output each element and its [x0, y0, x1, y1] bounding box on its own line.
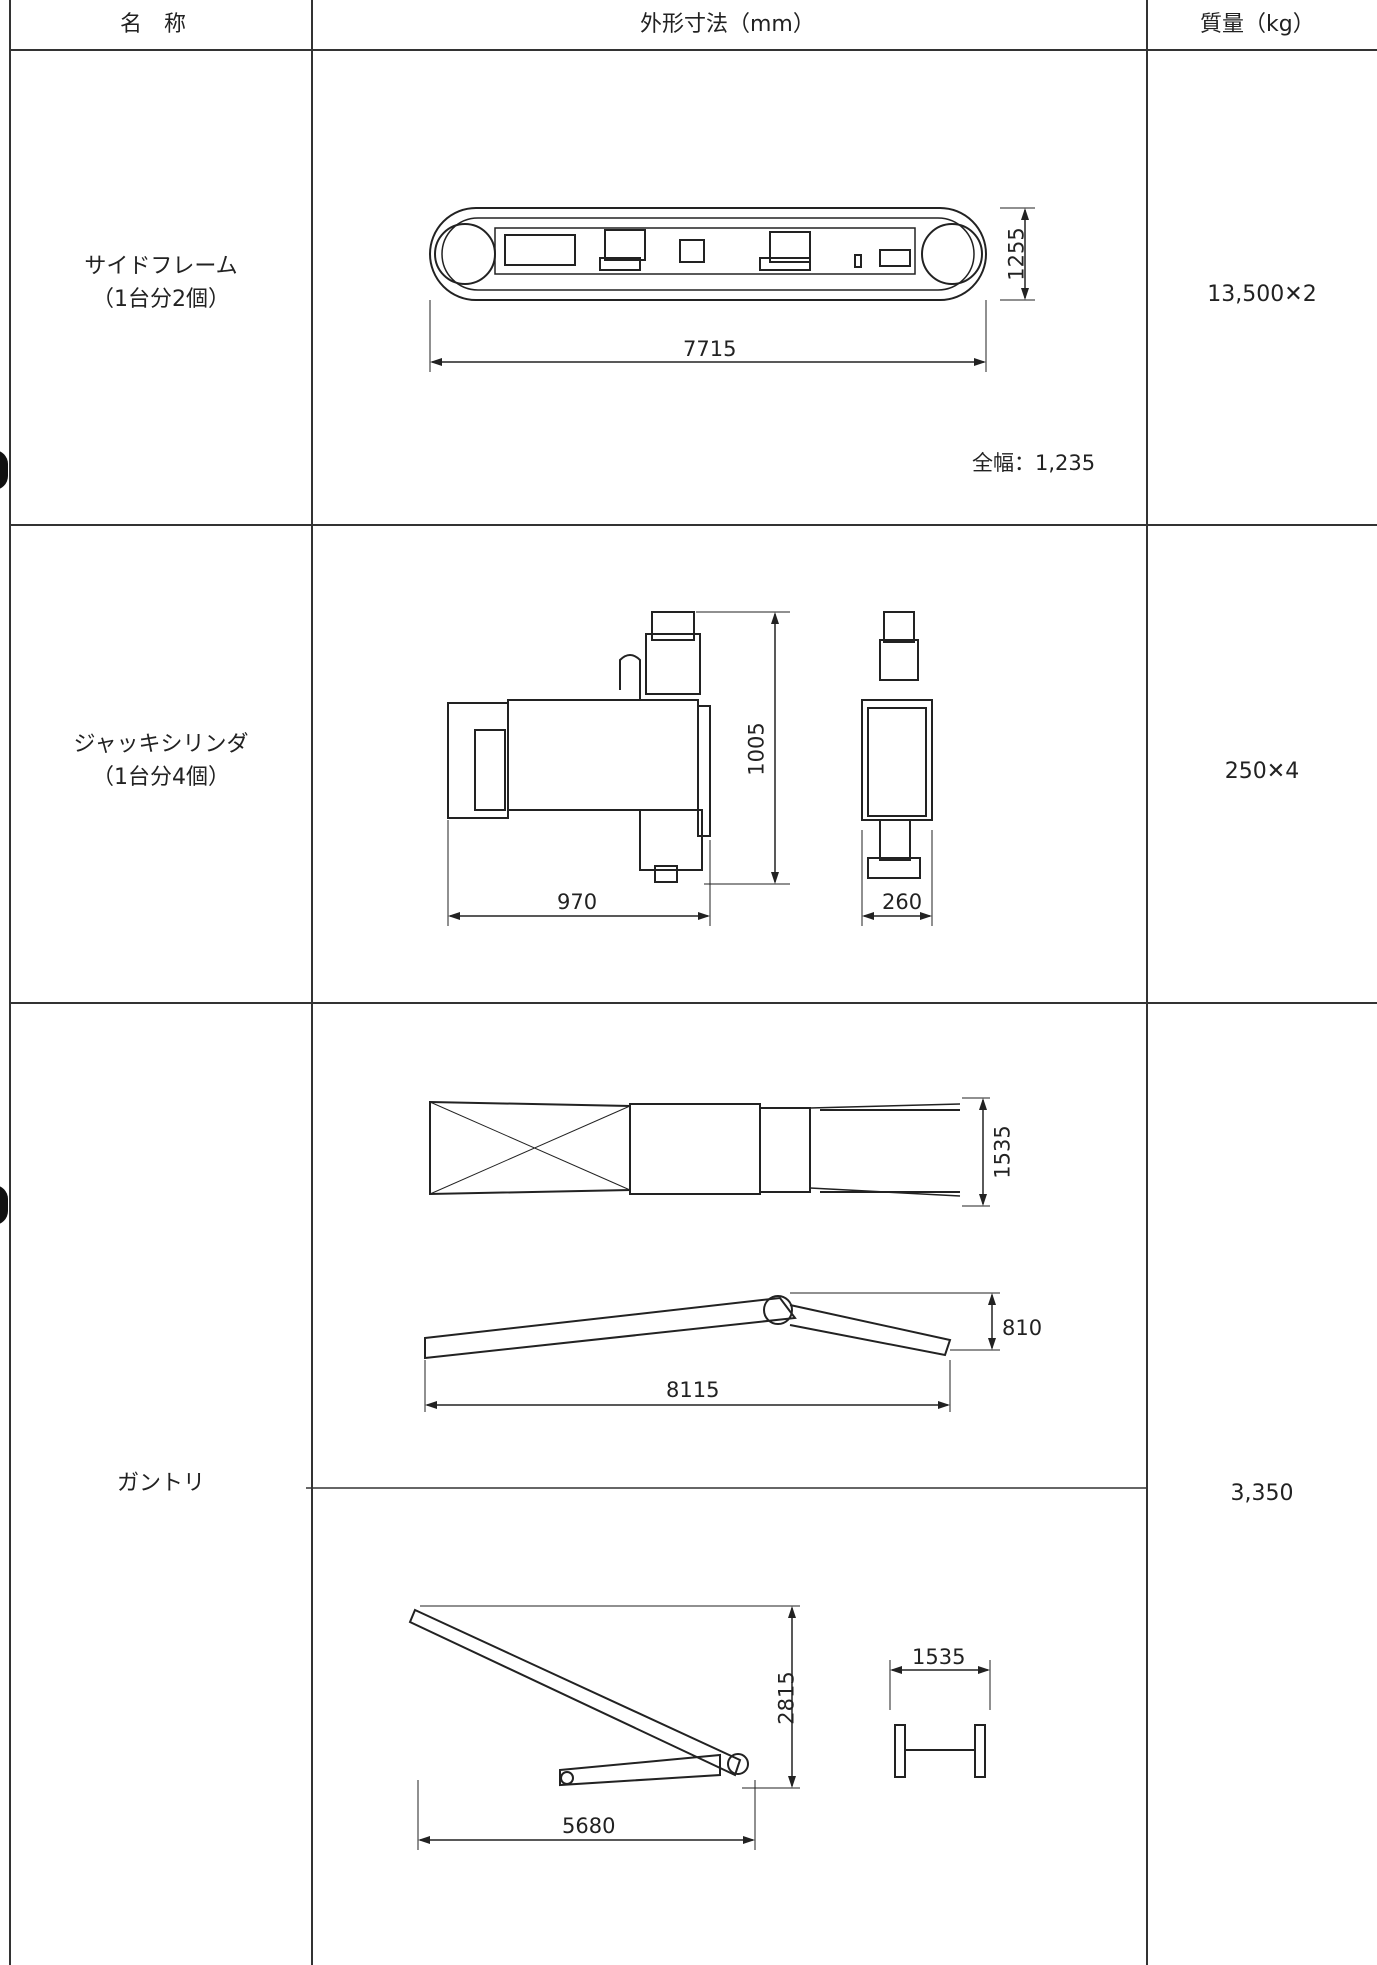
header-dimensions: 外形寸法（mm）	[640, 12, 815, 37]
dim-gantry-top-width: 1535	[990, 1125, 1015, 1179]
dim-jack-depth: 260	[882, 890, 923, 914]
side-frame-width-note: 全幅：1,235	[972, 451, 1096, 475]
binding-mark	[0, 450, 8, 490]
dim-side-frame-length: 7715	[683, 337, 737, 361]
dim-gantry-side-height: 810	[1002, 1316, 1043, 1340]
binding-mark	[0, 1185, 8, 1225]
dim-gantry-side-length: 8115	[666, 1378, 720, 1402]
dim-gantry-raised-length: 5680	[562, 1814, 616, 1838]
row-side-frame-mass: 13,500✕2	[1207, 282, 1317, 307]
dim-jack-width: 970	[557, 890, 598, 914]
row-gantry-name: ガントリ	[116, 1471, 205, 1496]
row-name-line1: サイドフレーム	[84, 254, 238, 279]
row-name-line2: （1台分2個）	[92, 287, 230, 312]
row-jack-cylinder-name: ジャッキシリンダ （1台分4個）	[10, 728, 312, 794]
row-gantry-mass: 3,350	[1230, 1481, 1294, 1506]
row-name-line1: ジャッキシリンダ	[73, 732, 249, 757]
row-jack-cylinder-mass: 250✕4	[1224, 759, 1300, 784]
row-name-line2: （1台分4個）	[92, 765, 230, 790]
dim-gantry-raised-height: 2815	[774, 1671, 799, 1725]
header-name: 名 称	[120, 12, 187, 37]
header-mass: 質量（kg）	[1200, 12, 1315, 37]
row-side-frame-name: サイドフレーム （1台分2個）	[10, 250, 312, 316]
dim-gantry-end-width: 1535	[912, 1645, 966, 1669]
